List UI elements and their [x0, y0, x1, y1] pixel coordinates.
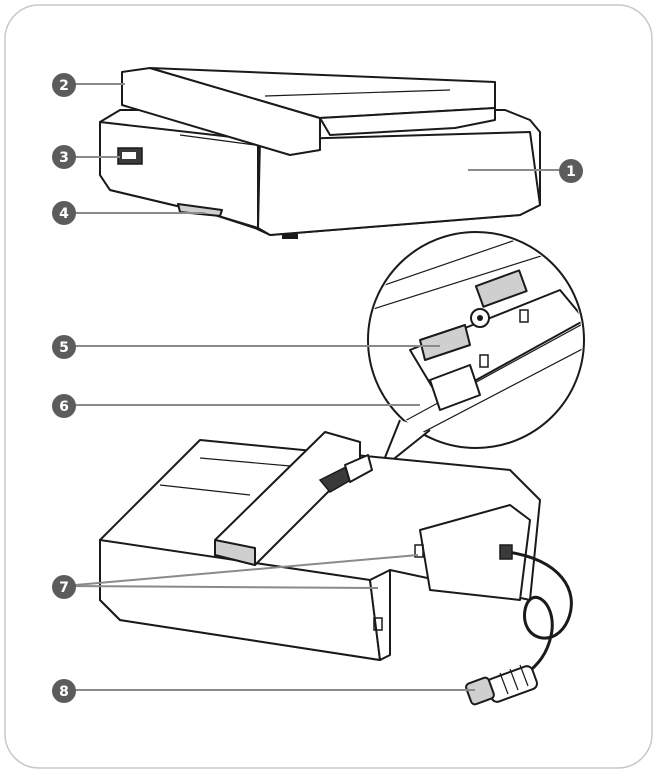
callout-badge-4: 4: [52, 201, 76, 225]
cable-socket: [499, 544, 513, 560]
bottom-slot-lower: [373, 617, 383, 631]
unit-button-face: [122, 152, 136, 159]
callout-number-8: 8: [59, 684, 69, 700]
unit-body-line: [179, 134, 256, 146]
unit-arm-groove: [264, 89, 451, 97]
callout-number-1: 1: [566, 164, 576, 180]
callout-number-4: 4: [59, 206, 69, 222]
magnifier-latch: [419, 324, 471, 361]
bottom-side-edge: [369, 569, 391, 661]
callout-number-5: 5: [59, 340, 69, 356]
bottom-slot: [414, 544, 424, 558]
leader-lines: [63, 83, 560, 691]
unit-release-lever: [177, 203, 223, 217]
callout-badges: 1 2 3 4 5 6 7 8: [52, 73, 583, 703]
callout-badge-6: 6: [52, 394, 76, 418]
bottom-front-face: [99, 539, 381, 661]
embroidery-unit-bottom-view: [99, 431, 573, 706]
unit-foot: [282, 234, 298, 239]
bottom-arm-end: [214, 539, 256, 566]
callout-badge-1: 1: [559, 159, 583, 183]
callout-badge-3: 3: [52, 145, 76, 169]
magnifier-hook: [429, 364, 481, 411]
callout-badge-8: 8: [52, 679, 76, 703]
cable: [507, 550, 573, 682]
callout-number-6: 6: [59, 399, 69, 415]
callout-badge-2: 2: [52, 73, 76, 97]
callout-number-2: 2: [59, 78, 69, 94]
callout-number-7: 7: [59, 580, 69, 596]
unit-rail: [319, 107, 496, 136]
cable-plug: [465, 664, 538, 706]
magnifier-clip-top: [474, 269, 528, 308]
callout-badge-5: 5: [52, 335, 76, 359]
leader-7a: [63, 554, 419, 587]
detail-magnifier: [367, 231, 585, 471]
callout-badge-7: 7: [52, 575, 76, 599]
bottom-connector-block: [419, 504, 531, 601]
embroidery-unit-top-view: [99, 67, 541, 239]
callout-number-3: 3: [59, 150, 69, 166]
leader-7b: [63, 585, 379, 589]
